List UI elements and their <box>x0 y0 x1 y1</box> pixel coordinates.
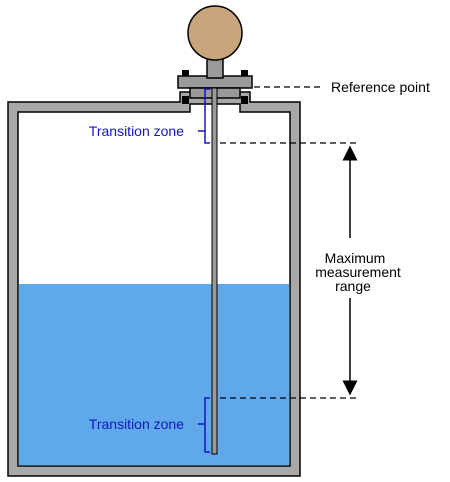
transition-zone-top-label: Transition zone <box>89 123 184 139</box>
max-range-label-line1: Maximum <box>325 250 386 266</box>
flange-bolt-left-top <box>182 70 189 76</box>
flange-bolt-left-bottom <box>182 96 189 104</box>
flange-bolt-right-bottom <box>241 96 248 104</box>
transmitter-neck <box>206 57 224 79</box>
transition-zone-top-bracket <box>198 88 210 144</box>
transmitter-head <box>187 5 243 61</box>
probe-rod <box>211 87 218 455</box>
transition-zone-bottom-bracket <box>198 397 210 453</box>
reference-point-label: Reference point <box>331 79 430 95</box>
max-range-label-line2: measurement <box>315 264 401 280</box>
transition-zone-bottom-label: Transition zone <box>89 416 184 432</box>
max-range-label-line3: range <box>335 278 371 294</box>
liquid <box>18 284 290 466</box>
flange-bolt-right-top <box>241 70 248 76</box>
